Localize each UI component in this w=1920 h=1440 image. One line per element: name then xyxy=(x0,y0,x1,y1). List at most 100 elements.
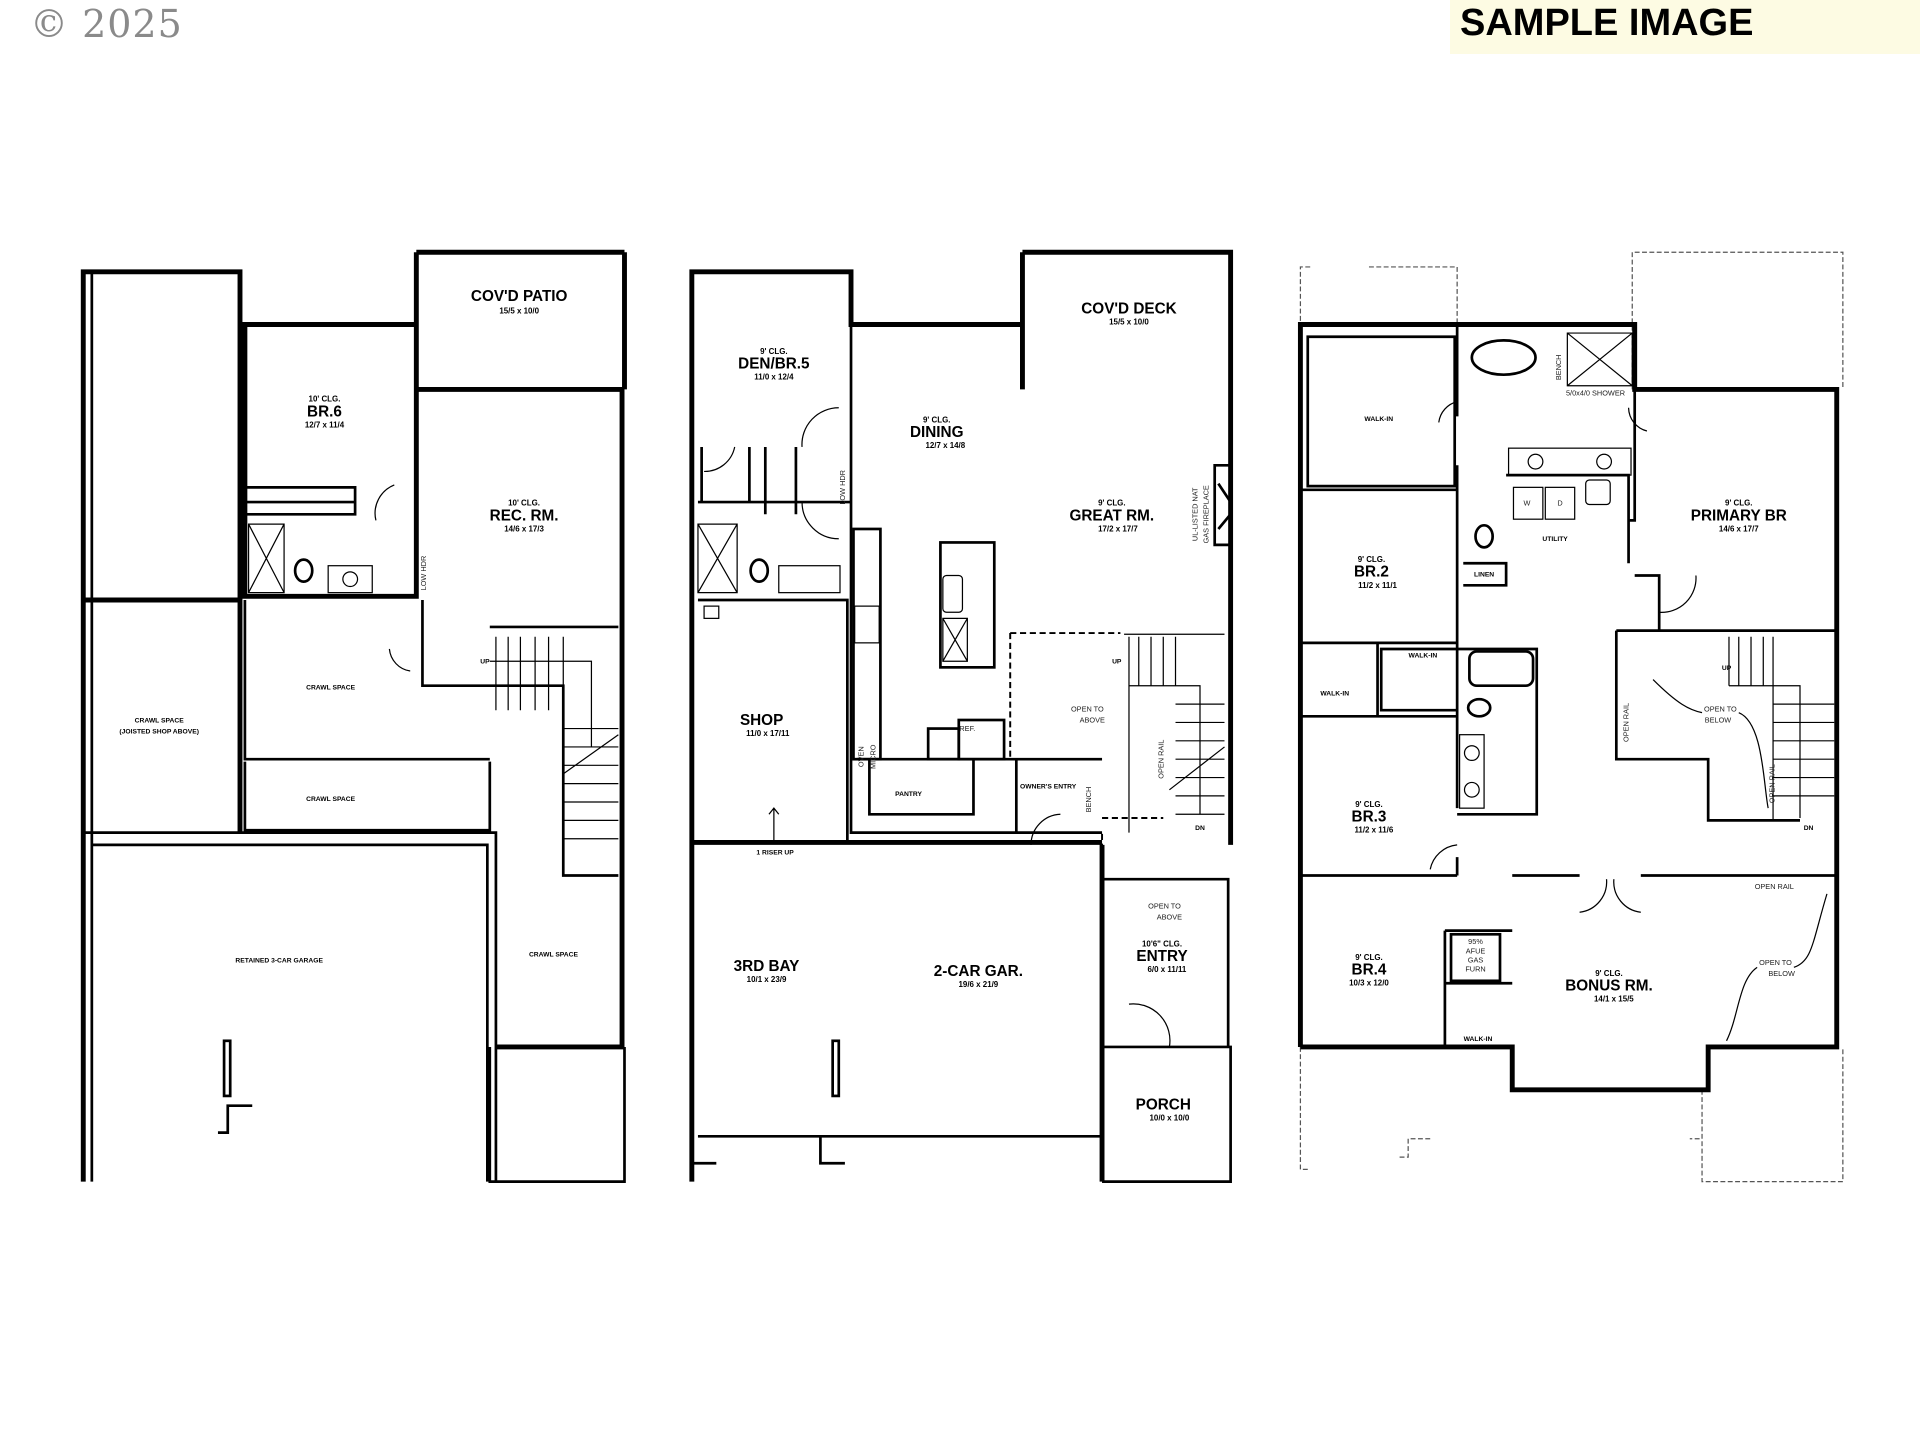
note-open-below: OPEN TO xyxy=(1704,704,1737,713)
label-shower: 5/0x4/0 SHOWER xyxy=(1566,389,1625,398)
toilet-icon xyxy=(293,558,314,583)
closet-shelf xyxy=(244,486,357,516)
stair-down-label: DN xyxy=(1804,825,1814,832)
double-vanity xyxy=(1507,447,1632,476)
sink-icon xyxy=(1463,745,1480,762)
label-bench: BENCH xyxy=(1084,787,1093,813)
room-dims: 14/6 x 17/3 xyxy=(504,524,544,533)
floor-plan-upper-level: WALK-IN 9' CLG. BR.2 11/2 x 11/1 UTILITY… xyxy=(1297,251,1844,1183)
label-micro: MICRO xyxy=(869,744,878,769)
sample-image-banner: SAMPLE IMAGE xyxy=(1450,0,1920,54)
room-name: PORCH xyxy=(1136,1096,1191,1113)
stairs-icon xyxy=(1124,633,1225,833)
open-to-above-line xyxy=(1009,632,1164,880)
closet-walls xyxy=(700,446,798,515)
stair-down-label: DN xyxy=(1195,825,1205,832)
stairs-icon xyxy=(489,636,619,858)
garage-step xyxy=(217,1104,253,1134)
room-ceiling: 9' CLG. xyxy=(1355,953,1382,962)
double-door-swing xyxy=(1579,879,1641,913)
room-name: WALK-IN xyxy=(1364,416,1393,423)
wall-interior xyxy=(1300,324,1837,1047)
note-low-header: LOW HDR xyxy=(419,556,428,591)
toilet-icon xyxy=(1466,697,1492,718)
bathtub-icon xyxy=(1468,650,1535,688)
room-ceiling: 9' CLG. xyxy=(923,415,950,424)
panel-icon xyxy=(703,605,720,619)
room-name: CRAWL SPACE xyxy=(135,717,185,724)
label-furnace: FURN xyxy=(1465,965,1485,974)
room-ceiling: 10'6" CLG. xyxy=(1142,940,1182,949)
note-fireplace: UL-LISTED NAT xyxy=(1191,487,1200,541)
stairs-icon xyxy=(1728,636,1835,821)
room-name: PRIMARY BR xyxy=(1691,507,1787,524)
toilet-icon xyxy=(749,558,770,583)
room-note: (JOISTED SHOP ABOVE) xyxy=(119,728,199,735)
room-ceiling: 9' CLG. xyxy=(1595,969,1622,978)
note-open-below: BELOW xyxy=(1705,715,1732,724)
room-dims: 15/5 x 10/0 xyxy=(1109,317,1149,326)
washer-icon xyxy=(1512,486,1544,520)
counter-block xyxy=(926,727,961,761)
wall-interior xyxy=(691,324,1232,1183)
room-ceiling: 9' CLG. xyxy=(1358,555,1385,564)
room-name: BR.2 xyxy=(1354,564,1389,581)
furnace-icon xyxy=(1449,932,1502,983)
label-bench: BENCH xyxy=(1554,355,1563,381)
shower-icon xyxy=(1566,332,1633,387)
room-name: REC. RM. xyxy=(490,507,559,524)
note-open-below: BELOW xyxy=(1768,969,1795,978)
room-dims: 11/2 x 11/1 xyxy=(1358,581,1397,590)
note-open-above: OPEN TO xyxy=(1148,902,1181,911)
toilet-icon xyxy=(1474,523,1494,549)
post-icon xyxy=(831,1039,841,1098)
utility-sink-icon xyxy=(1585,479,1611,506)
kitchen-island xyxy=(939,541,996,669)
sink-icon xyxy=(1527,453,1544,470)
post-icon xyxy=(222,1039,232,1098)
room-name: BR.3 xyxy=(1352,809,1387,826)
room-name: WALK-IN xyxy=(1408,653,1437,660)
room-dims: 10/3 x 12/0 xyxy=(1349,979,1389,988)
floor-plan-lower-level: COV'D PATIO 15/5 x 10/0 10' CLG. BR.6 12… xyxy=(80,249,627,1183)
room-name: CRAWL SPACE xyxy=(529,951,579,958)
room-name: WALK-IN xyxy=(1320,691,1349,698)
room-name: OWNER'S ENTRY xyxy=(1020,784,1077,791)
shower-icon xyxy=(247,523,285,594)
stair-up-label: UP xyxy=(1112,659,1122,666)
dryer-icon xyxy=(1544,486,1576,520)
room-name: CRAWL SPACE xyxy=(306,684,356,691)
room-ceiling: 10' CLG. xyxy=(309,395,341,404)
shower-icon xyxy=(697,523,738,594)
dishwasher-icon xyxy=(942,617,968,662)
open-below-arrow xyxy=(1652,679,1828,1042)
room-name: CRAWL SPACE xyxy=(306,796,356,803)
room-ceiling: 9' CLG. xyxy=(760,347,787,356)
stair-up-label: UP xyxy=(1722,665,1732,672)
room-dims: 12/7 x 11/4 xyxy=(305,420,345,429)
label-open-rail: OPEN RAIL xyxy=(1622,703,1631,742)
room-name: BR.4 xyxy=(1352,962,1387,979)
stair-up-label: UP xyxy=(480,659,490,666)
room-name: BONUS RM. xyxy=(1565,978,1653,995)
range-icon xyxy=(854,605,880,644)
room-dims: 17/2 x 17/7 xyxy=(1098,524,1138,533)
wall-outline xyxy=(689,249,1234,1182)
room-dims: 10/0 x 10/0 xyxy=(1150,1113,1190,1122)
room-ceiling: 9' CLG. xyxy=(1355,800,1382,809)
room-name: RETAINED 3-CAR GARAGE xyxy=(235,957,323,964)
room-name: BR.6 xyxy=(307,403,342,420)
room-dims: 14/6 x 17/7 xyxy=(1719,524,1759,533)
label-dryer: D xyxy=(1557,499,1562,508)
room-name: DINING xyxy=(910,424,964,441)
sink-icon xyxy=(327,565,373,594)
room-name: COV'D PATIO xyxy=(471,288,568,305)
room-dims: 19/6 x 21/9 xyxy=(959,980,999,989)
room-name: ENTRY xyxy=(1136,948,1187,965)
refrigerator-icon xyxy=(957,718,1006,761)
copyright-watermark: © 2025 xyxy=(30,2,183,46)
room-name: WALK-IN xyxy=(1464,1036,1493,1043)
sink-basin-icon xyxy=(342,571,359,588)
room-ceiling: 10' CLG. xyxy=(508,499,540,508)
